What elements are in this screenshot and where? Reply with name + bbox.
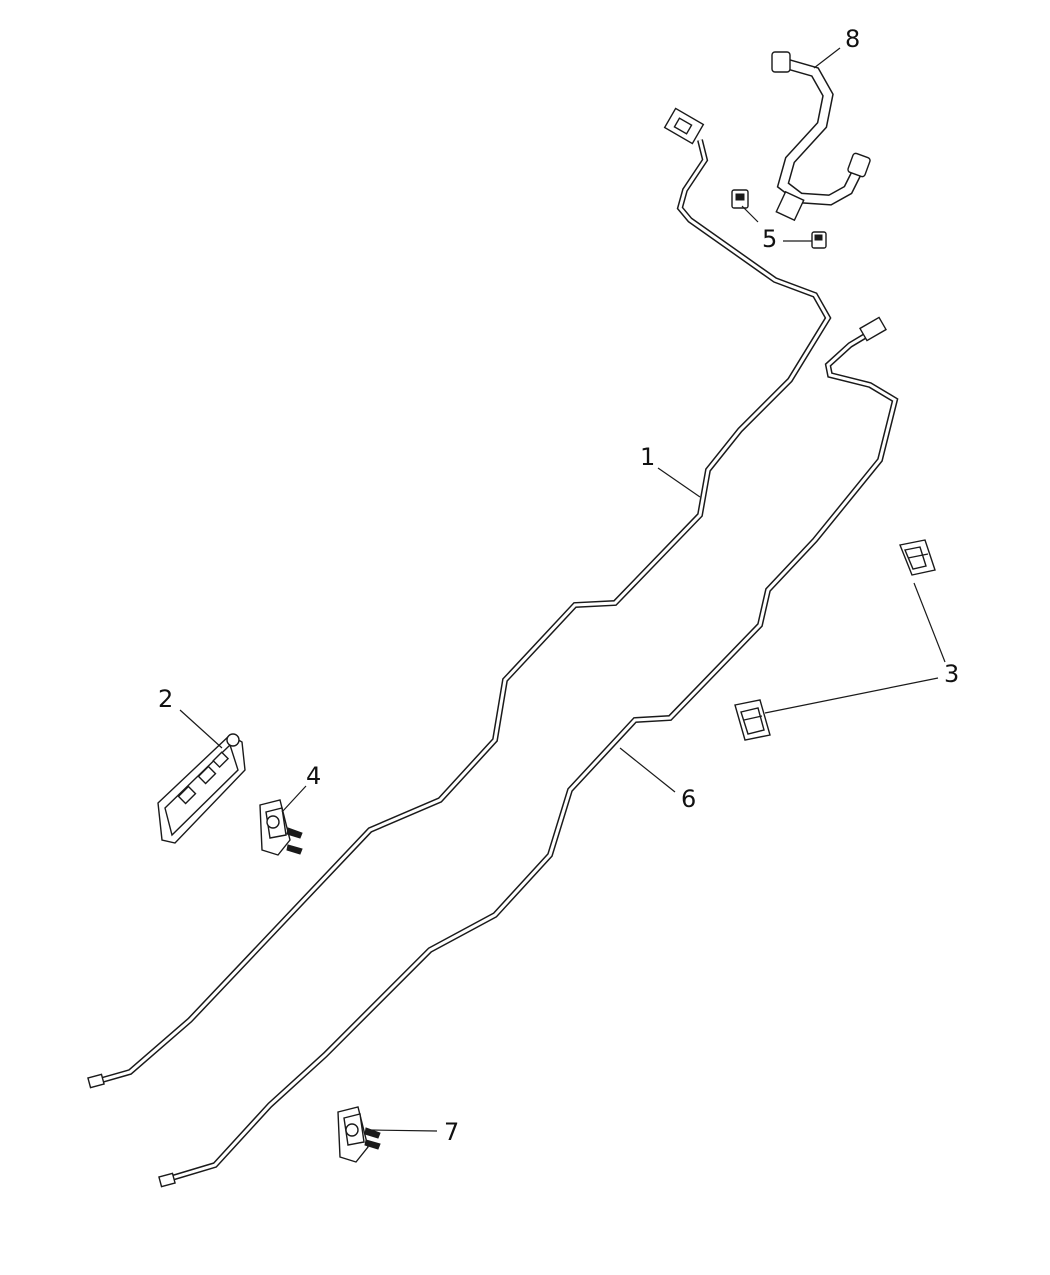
callout-5: 5: [762, 225, 778, 253]
callout-8: 8: [845, 25, 861, 53]
leader-6: [619, 747, 676, 793]
callout-6: 6: [681, 785, 697, 813]
part-6-tube: [158, 316, 899, 1188]
part-8-hose: [771, 51, 871, 222]
part-4-bracket: [259, 799, 303, 856]
leader-7: [369, 1129, 438, 1132]
leader-3-upper: [913, 582, 946, 663]
part-6-connector: [859, 316, 887, 342]
leader-5-left: [741, 205, 759, 223]
leader-3-lower: [764, 677, 939, 714]
leader-1: [657, 467, 701, 498]
leader-4: [281, 785, 307, 813]
part-1-connector: [663, 107, 705, 145]
leader-8: [813, 47, 841, 69]
callout-2: 2: [158, 685, 174, 713]
callout-3: 3: [944, 660, 960, 688]
leader-2: [179, 709, 223, 749]
part-3-brackets: [734, 539, 936, 741]
part-5-clips: [731, 189, 827, 249]
part-1-tube: [87, 107, 832, 1089]
leader-lines: [179, 47, 946, 1132]
callout-4: 4: [306, 762, 322, 790]
part-2-module: [157, 733, 246, 844]
part-3-bracket-lower: [734, 699, 771, 741]
callout-1: 1: [640, 443, 656, 471]
part-3-bracket-upper: [899, 539, 936, 576]
callout-7: 7: [444, 1118, 460, 1146]
part-7-bracket: [337, 1106, 381, 1163]
